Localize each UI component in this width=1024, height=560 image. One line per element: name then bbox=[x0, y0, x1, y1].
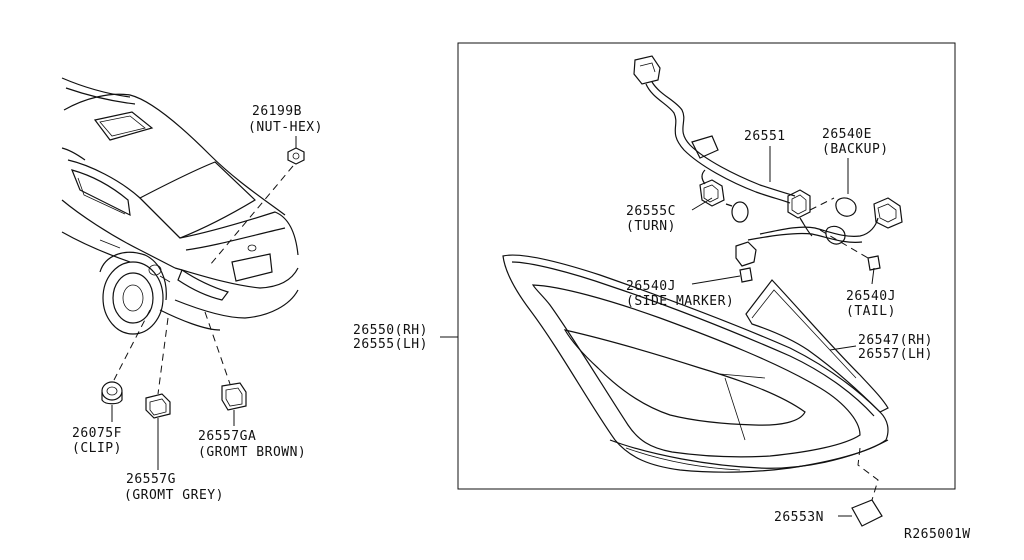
clip-number: 26075F bbox=[72, 426, 122, 441]
gromt-brown-description: (GROMT BROWN) bbox=[198, 445, 306, 460]
diagram-code: R265001W bbox=[904, 527, 971, 542]
turn-socket bbox=[699, 179, 725, 207]
side-marker-socket bbox=[735, 241, 757, 267]
tail-socket bbox=[873, 197, 903, 229]
backup-bulb bbox=[835, 197, 857, 217]
tail-bulb bbox=[825, 225, 846, 245]
nut-hex-part bbox=[287, 147, 305, 165]
lamp-rh-number: 26550(RH) bbox=[353, 323, 428, 338]
turn-description: (TURN) bbox=[626, 219, 676, 234]
harness-wire bbox=[651, 81, 796, 197]
side-marker-description: (SIDE MARKER) bbox=[626, 294, 734, 309]
tail-callout bbox=[871, 267, 875, 285]
gromt-grey-number: 26557G bbox=[126, 472, 176, 487]
harness-connector bbox=[633, 55, 661, 85]
finisher-callout bbox=[829, 345, 857, 351]
side-marker-number: 26540J bbox=[626, 279, 676, 294]
tail-description: (TAIL) bbox=[846, 304, 896, 319]
gromt-grey-leader bbox=[157, 317, 169, 395]
detail-frame bbox=[457, 42, 956, 490]
tail-lamp-assembly bbox=[502, 254, 889, 473]
gromt-grey-description: (GROMT GREY) bbox=[124, 488, 224, 503]
side-marker-callout bbox=[691, 275, 741, 285]
lamp-lh-number: 26555(LH) bbox=[353, 337, 428, 352]
tail-number: 26540J bbox=[846, 289, 896, 304]
gromt-grey-part bbox=[145, 393, 171, 419]
turn-bulb bbox=[725, 201, 749, 223]
nut-hex-number: 26199B bbox=[252, 104, 302, 119]
turn-number: 26555C bbox=[626, 204, 676, 219]
clip-part bbox=[101, 381, 123, 405]
bracket-part bbox=[851, 499, 883, 527]
finisher-lh-number: 26557(LH) bbox=[858, 347, 933, 362]
side-marker-bulb bbox=[739, 267, 753, 283]
nut-hex-description: (NUT-HEX) bbox=[248, 120, 323, 135]
backup-leader bbox=[809, 197, 835, 211]
clip-description: (CLIP) bbox=[72, 441, 122, 456]
harness-number: 26551 bbox=[744, 129, 786, 144]
car-rear-illustration bbox=[61, 77, 299, 335]
finisher-rh-number: 26547(RH) bbox=[858, 333, 933, 348]
turn-callout bbox=[691, 197, 713, 211]
backup-number: 26540E bbox=[822, 127, 872, 142]
gromt-brown-number: 26557GA bbox=[198, 429, 256, 444]
clip-leader bbox=[113, 309, 151, 381]
gromt-brown-part bbox=[221, 382, 247, 411]
bracket-number: 26553N bbox=[774, 510, 824, 525]
backup-socket bbox=[787, 189, 811, 219]
tail-small-bulb bbox=[867, 255, 881, 271]
lamp-finisher bbox=[745, 279, 889, 413]
bracket-leader bbox=[857, 447, 879, 501]
backup-description: (BACKUP) bbox=[822, 142, 889, 157]
harness-grommet bbox=[691, 135, 719, 159]
gromt-brown-leader bbox=[204, 311, 231, 385]
nut-hex-leader bbox=[209, 165, 294, 266]
